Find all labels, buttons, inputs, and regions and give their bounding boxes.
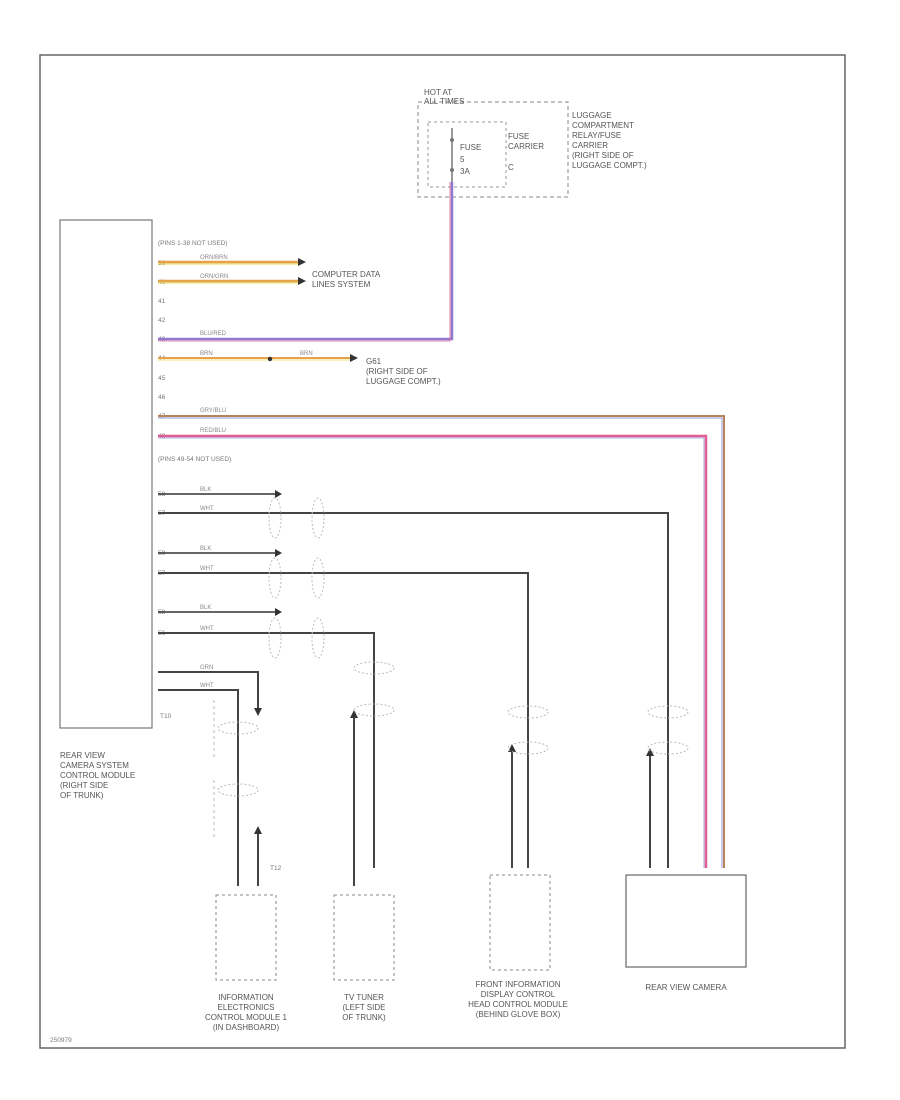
rear-camera-box	[625, 874, 747, 968]
pin-45: 45	[158, 375, 166, 382]
coax3-arrow-icon	[275, 608, 282, 616]
coax1-signal	[158, 512, 669, 868]
fd-shield-ellipse-b	[507, 741, 549, 755]
coax1-shield-color: BLK	[200, 487, 211, 493]
coax2-shield-color: BLK	[200, 546, 211, 552]
pins-unused-mid: (PINS 49-54 NOT USED)	[158, 456, 231, 463]
pin-42: 42	[158, 317, 166, 324]
cam-arrow-icon	[646, 748, 654, 756]
wire-47-stripe	[158, 417, 723, 868]
iecm-wire-b	[158, 689, 239, 886]
fd-arrow-icon	[508, 744, 516, 752]
wire-44b-color: BRN	[300, 351, 313, 357]
wire-47-color: GRY/BLU	[200, 408, 226, 414]
carrier-code: C	[508, 163, 514, 172]
coax-group-3: BLK WHT	[158, 605, 375, 868]
diagram-frame	[39, 54, 846, 1049]
coax2-arrow-icon	[275, 549, 282, 557]
module-connector-label: T10	[160, 713, 172, 720]
tv-shield-ellipse-b	[353, 703, 395, 717]
wire-40-color: ORN/GRN	[200, 274, 228, 280]
tv-tuner-box	[333, 894, 395, 981]
tv-arrow-icon	[350, 710, 358, 718]
iecm-wire-b-color: WHT	[200, 683, 214, 689]
iecm-box	[215, 894, 277, 981]
pin-41: 41	[158, 298, 166, 305]
cam-shield-ellipse-a	[647, 705, 689, 719]
ground-arrow-icon	[350, 354, 358, 362]
wire-48-color: RED/BLU	[200, 428, 226, 434]
fuse-inner-box	[427, 121, 507, 188]
arrow-39-icon	[298, 258, 306, 266]
fuse-terminal-top	[450, 138, 454, 142]
tv-shield-ellipse-a	[353, 661, 395, 675]
rear-camera-label: REAR VIEW CAMERA	[645, 983, 727, 992]
wire-43-stripe	[158, 182, 451, 342]
iecm-wire-a-color: GRN	[200, 665, 213, 671]
coax2-shield-ellipse-b	[311, 557, 325, 599]
wire-48-stripe	[158, 437, 705, 868]
iecm-shield-ellipse-a	[217, 721, 259, 735]
iecm-connector-label: T12	[270, 865, 282, 872]
fuse-label: FUSE	[460, 143, 481, 152]
coax3-shield-ellipse-a	[268, 617, 282, 659]
wire-47	[158, 415, 725, 868]
all-times-label: ALL TIMES	[424, 97, 464, 106]
fuse-number: 5	[460, 155, 465, 164]
iecm-wire-a	[158, 671, 259, 710]
coax1-signal-color: WHT	[200, 506, 214, 512]
iecm-arrow-c-icon	[254, 826, 262, 834]
wire-39-color: ORN/BRN	[200, 255, 228, 261]
coax3-shield-ellipse-b	[311, 617, 325, 659]
hot-at-label: HOT AT	[424, 88, 452, 97]
coax3-signal-color: WHT	[200, 626, 214, 632]
control-module-box	[59, 219, 153, 729]
coax2-signal	[158, 572, 529, 868]
coax3-shield-color: BLK	[200, 605, 211, 611]
pin-46: 46	[158, 394, 166, 401]
coax2-signal-color: WHT	[200, 566, 214, 572]
splice-44-icon	[267, 356, 273, 362]
coax3-signal	[158, 632, 375, 868]
diagram-ref: 250979	[50, 1037, 72, 1044]
coax2-shield-ellipse-a	[268, 557, 282, 599]
arrow-40-icon	[298, 277, 306, 285]
wire-44-color: BRN	[200, 351, 213, 357]
fuse-terminal-bottom	[450, 168, 454, 172]
coax1-arrow-icon	[275, 490, 282, 498]
coax1-shield-ellipse-a	[268, 497, 282, 539]
pins-unused-top: (PINS 1-38 NOT USED)	[158, 240, 228, 247]
wire-43	[158, 182, 454, 341]
fuse-amps: 3A	[460, 167, 470, 176]
iecm-arrow-a-icon	[254, 708, 262, 716]
front-display-box	[489, 874, 551, 971]
coax-group-2: BLK WHT	[158, 546, 529, 868]
fuse-carrier-box	[417, 101, 569, 198]
cam-shield-ellipse-b	[647, 741, 689, 755]
iecm-shield-ellipse-b	[217, 783, 259, 797]
wire-48	[158, 434, 708, 868]
coax1-shield-ellipse-b	[311, 497, 325, 539]
coax-group-1: BLK WHT	[158, 487, 669, 868]
wire-43-color: BLU/RED	[200, 331, 227, 337]
fd-shield-ellipse-a	[507, 705, 549, 719]
